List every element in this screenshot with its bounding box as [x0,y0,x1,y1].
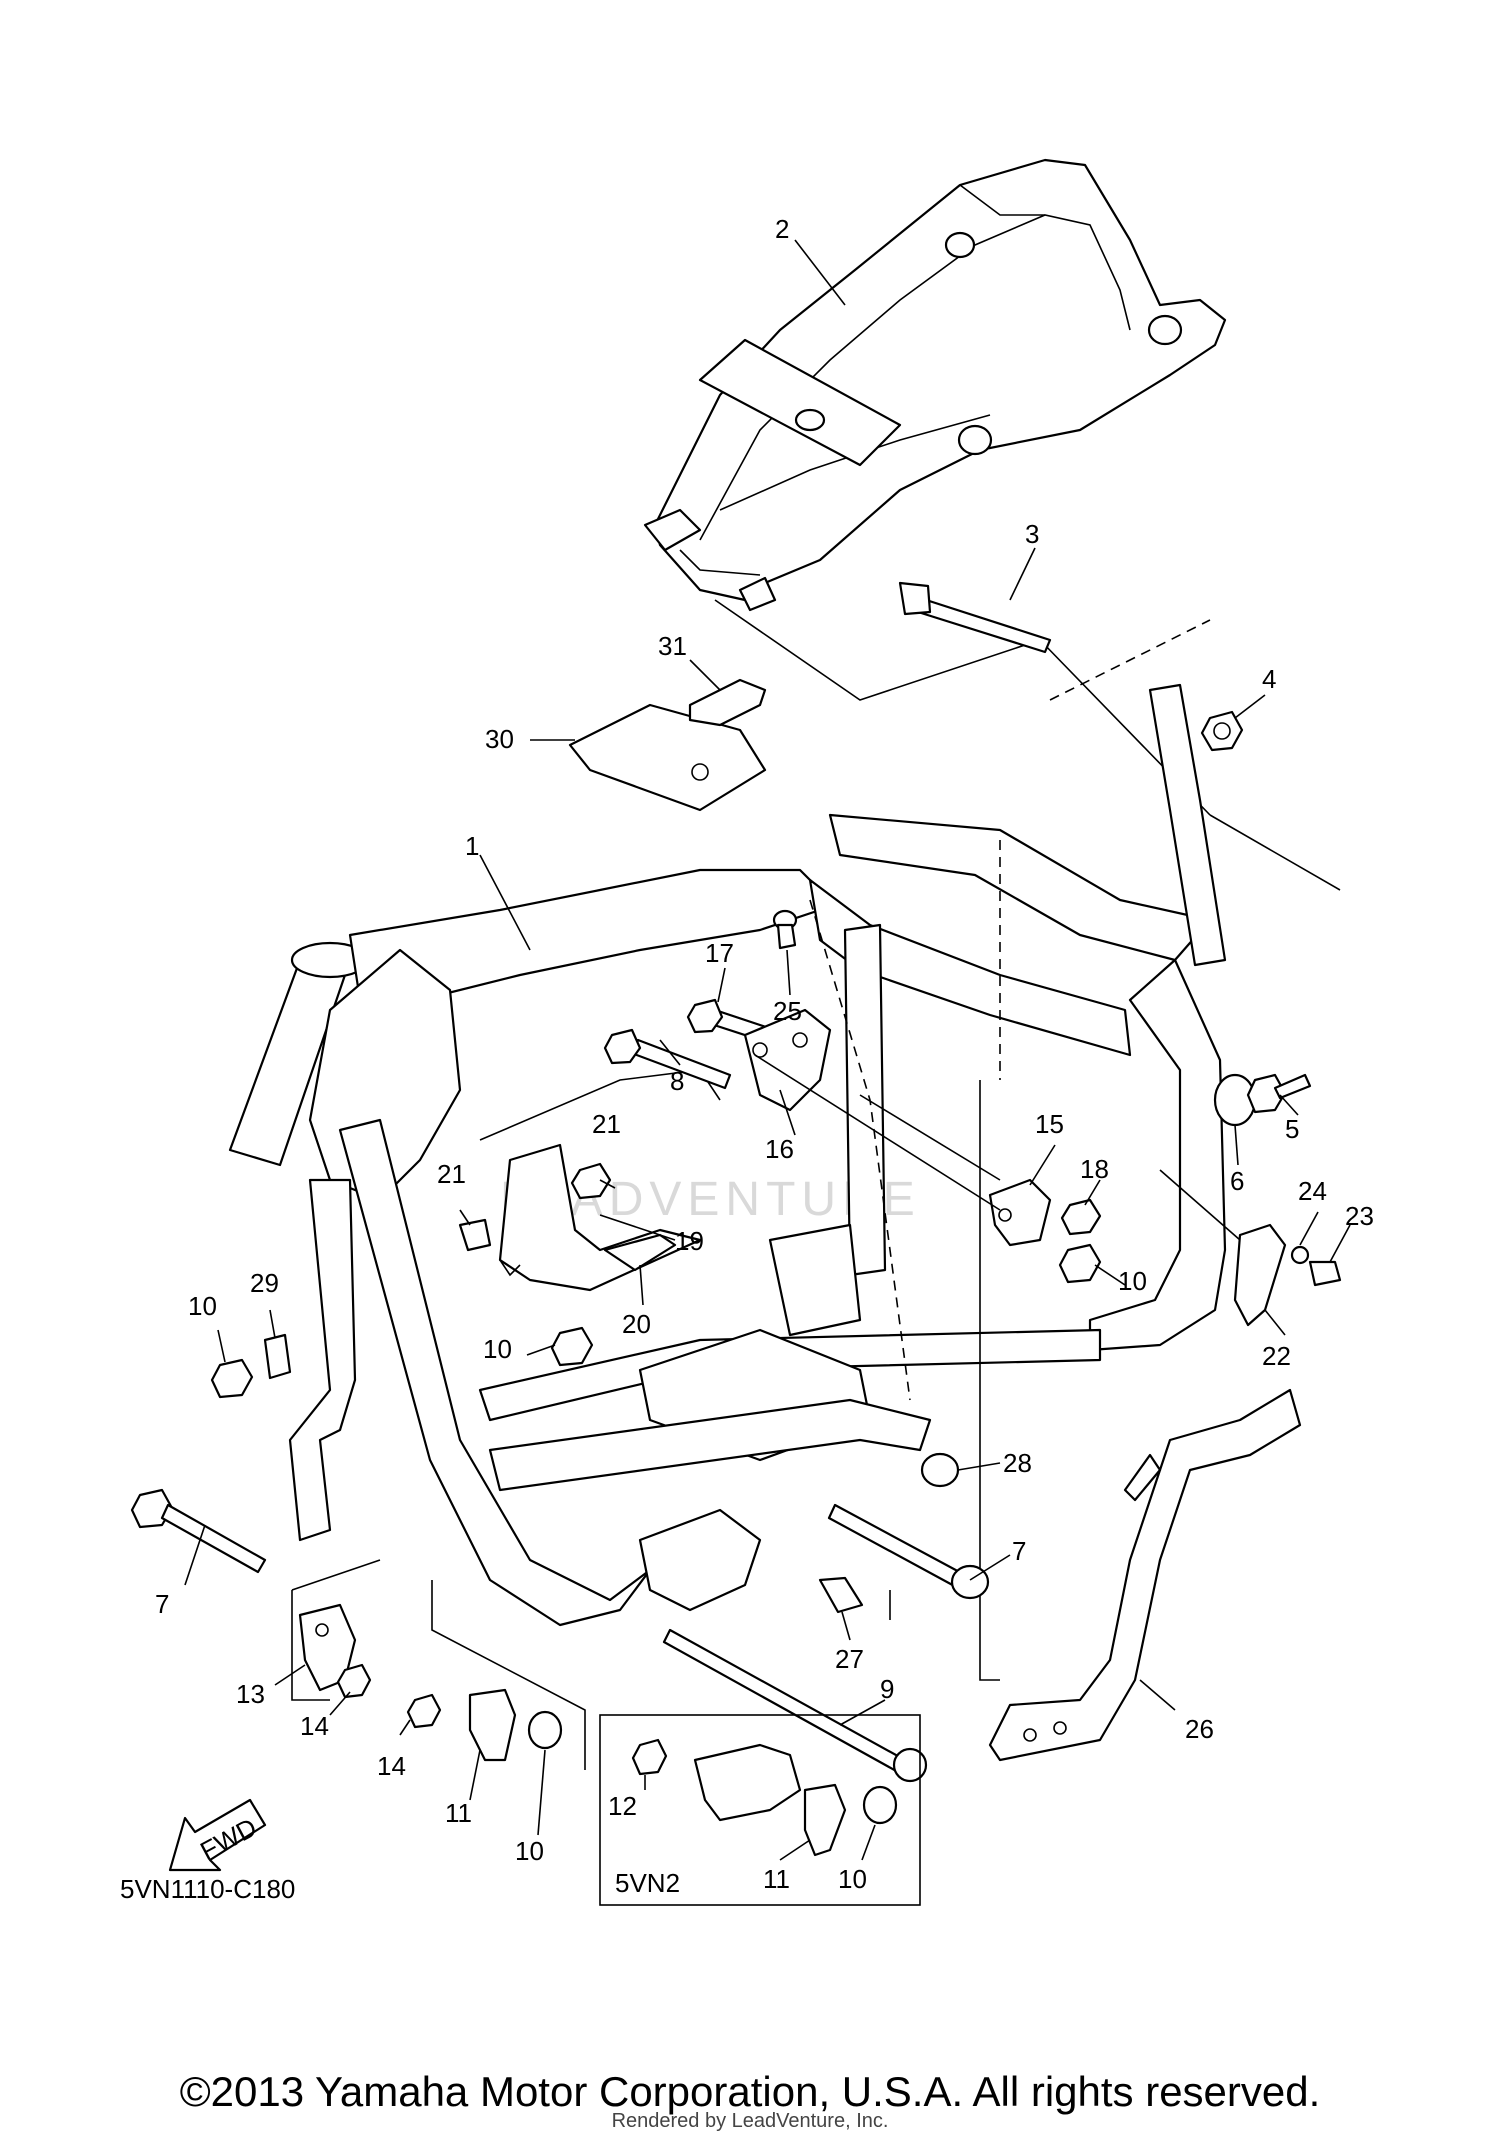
plate-22 [1233,1223,1287,1327]
callout-2: 2 [775,214,789,244]
callout-7-left: 7 [155,1589,169,1619]
callout-10-c: 10 [188,1291,217,1321]
washer-24 [1290,1245,1310,1265]
diagram-code: 5VN1110-C180 [120,1874,295,1904]
callout-3: 3 [1025,519,1039,549]
callout-12: 12 [608,1791,637,1821]
rail-26 [988,1388,1302,1762]
plate-20 [603,1233,677,1272]
callout-1: 1 [465,831,479,861]
callout-11-b: 11 [763,1864,790,1894]
rendered-by-credit: Rendered by LeadVenture, Inc. [611,2110,889,2132]
bolt-21b [458,1218,492,1252]
callout-18: 18 [1080,1154,1109,1184]
callout-9: 9 [880,1674,894,1704]
callout-14-a: 14 [300,1711,329,1741]
nut-18 [1060,1198,1102,1236]
nut-10-mid [550,1326,594,1367]
bolt-27 [818,1576,864,1614]
bolt-8 [603,1028,732,1090]
bolt-14-b [406,1693,442,1729]
bolt-21a [570,1162,612,1200]
callout-8: 8 [670,1066,684,1096]
callout-29: 29 [250,1268,279,1298]
callouts: 1 2 3 4 5 6 7 7 8 9 10 10 10 10 10 11 11… [155,214,1374,1894]
callout-15: 15 [1035,1109,1064,1139]
bolt-14-a [336,1663,372,1699]
variant-box-label: 5VN2 [615,1868,680,1898]
callout-16: 16 [765,1134,794,1164]
callout-19: 19 [675,1226,704,1256]
callout-6: 6 [1230,1166,1244,1196]
callout-22: 22 [1262,1341,1291,1371]
callout-10-a: 10 [1118,1266,1147,1296]
callout-20: 20 [622,1309,651,1339]
callout-23: 23 [1345,1201,1374,1231]
bolt-7-right [827,1503,990,1600]
callout-7-right: 7 [1012,1536,1026,1566]
callout-13: 13 [236,1679,265,1709]
callout-25: 25 [773,996,802,1026]
bolt-7-left [130,1488,267,1574]
callout-30: 30 [485,724,514,754]
callout-21-b: 21 [437,1159,466,1189]
nut-4 [1200,710,1244,752]
nut-10-right [1058,1243,1102,1284]
bolt-9 [662,1628,928,1783]
plate-11-a [468,1688,517,1762]
bolt-5 [1246,1073,1312,1114]
callout-17: 17 [705,938,734,968]
nut-10-left [210,1358,254,1399]
rear-subframe [643,158,1227,612]
bolt-3 [898,581,1052,654]
main-frame [228,683,1227,1627]
leader-lines [184,239,1351,1861]
clip-31 [688,678,767,727]
nut-10-lower-a [527,1710,563,1750]
variant-box-5vn2: 5VN2 [599,1714,921,1906]
callout-5: 5 [1285,1114,1299,1144]
bushing-25 [772,909,798,950]
plate-16 [743,1008,832,1112]
callout-10-b: 10 [483,1334,512,1364]
callout-26: 26 [1185,1714,1214,1744]
callout-14-b: 14 [377,1751,406,1781]
callout-10-e: 10 [838,1864,867,1894]
callout-27: 27 [835,1644,864,1674]
callout-28: 28 [1003,1448,1032,1478]
callout-4: 4 [1262,664,1276,694]
plate-15 [988,1178,1052,1247]
callout-31: 31 [658,631,687,661]
bolt-23 [1308,1260,1342,1287]
pad-29 [263,1333,292,1380]
callout-24: 24 [1298,1176,1327,1206]
callout-11-a: 11 [445,1798,472,1828]
copyright-notice: ©2013 Yamaha Motor Corporation, U.S.A. A… [179,2068,1321,2115]
callout-10-d: 10 [515,1836,544,1866]
callout-21-a: 21 [592,1109,621,1139]
cap-28 [920,1452,960,1488]
cover-30 [568,703,767,812]
fwd-arrow-icon: FWD [168,1798,267,1872]
